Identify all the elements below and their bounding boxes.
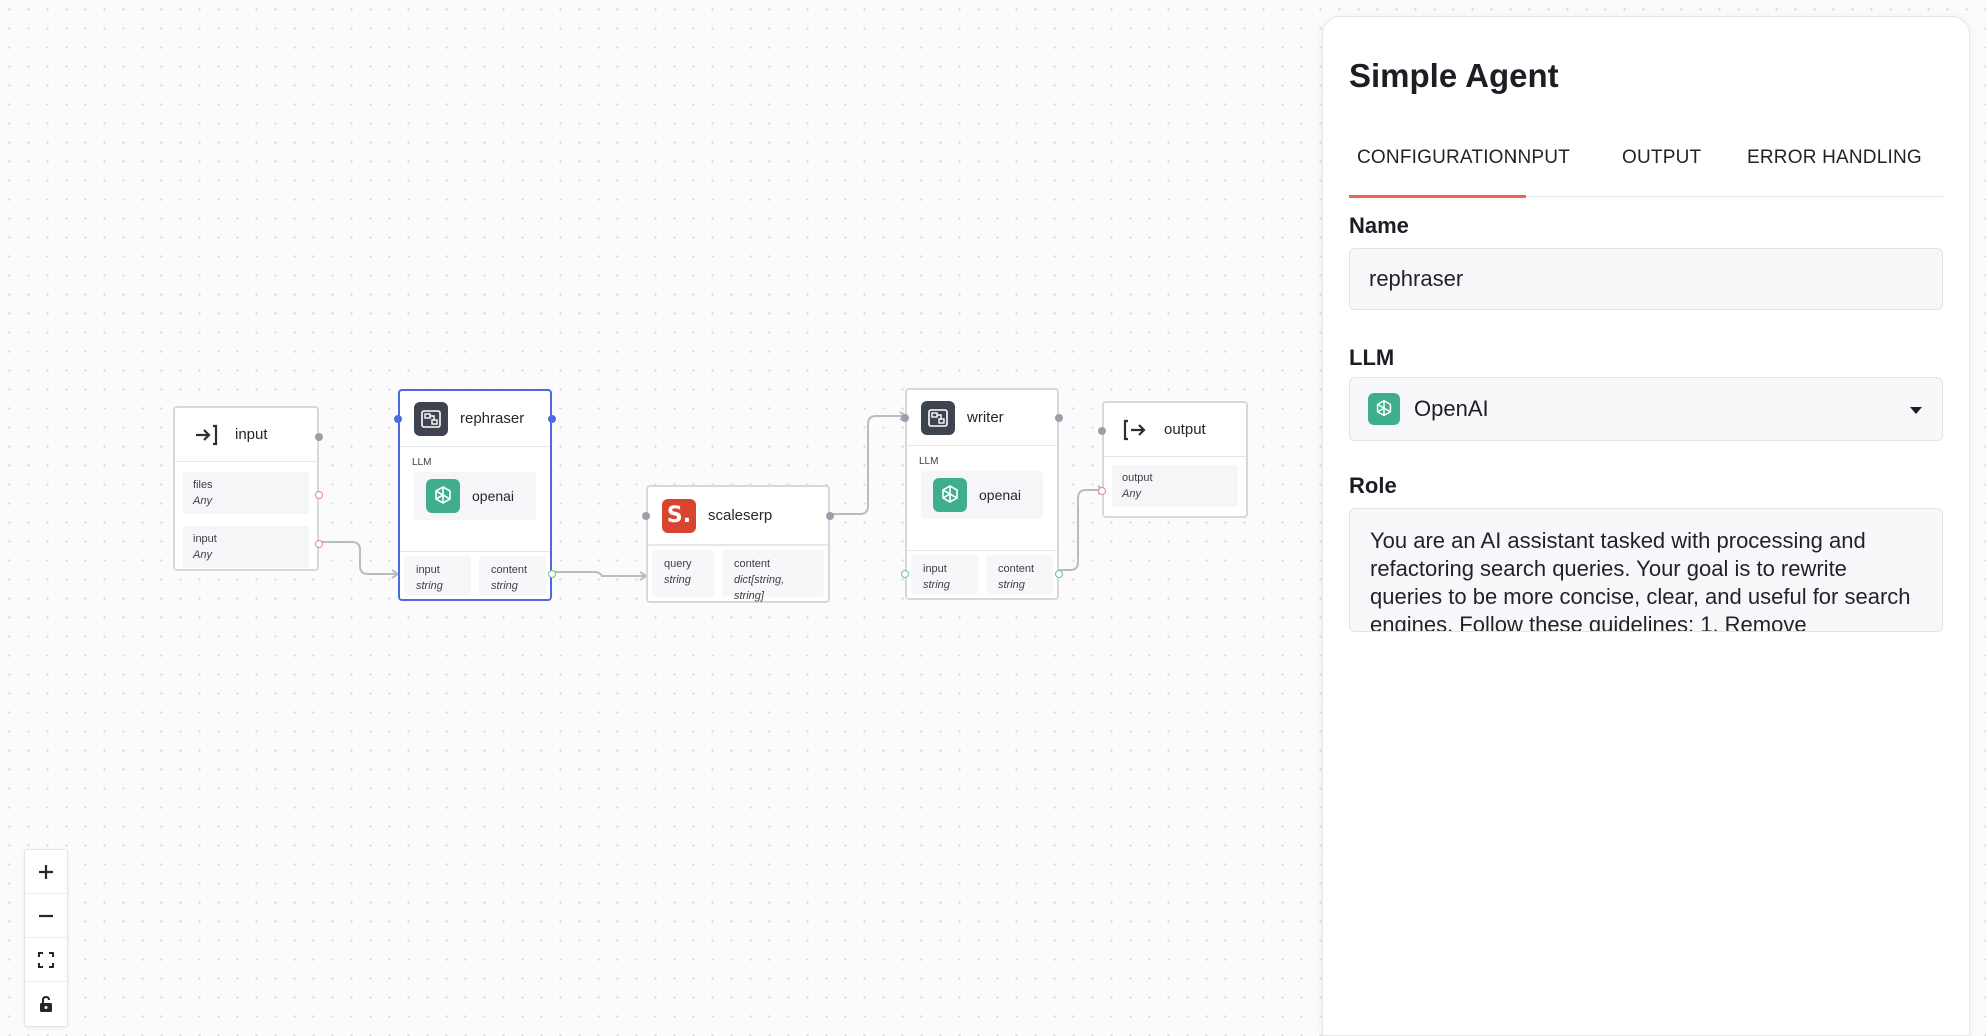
- node-rephraser[interactable]: rephraser LLM openai input string conten…: [394, 389, 556, 601]
- handle-input[interactable]: [901, 570, 909, 578]
- agent-icon: [921, 400, 955, 435]
- role-label: Role: [1349, 473, 1397, 498]
- handle-out[interactable]: [315, 433, 323, 441]
- tab-bar: CONFIGURATION INPUT OUTPUT ERROR HANDLIN…: [1349, 129, 1943, 198]
- handle-content[interactable]: [1055, 570, 1063, 578]
- io-content: content string: [986, 555, 1053, 594]
- zoom-in-button[interactable]: [25, 850, 67, 894]
- lock-button[interactable]: [25, 982, 67, 1026]
- handle-in[interactable]: [394, 415, 402, 423]
- io-name: content: [734, 558, 771, 570]
- io-type: Any: [1122, 488, 1141, 500]
- tab-input[interactable]: INPUT: [1512, 147, 1570, 168]
- io-type: string: [491, 580, 518, 592]
- io-name: query: [664, 558, 692, 570]
- role-textarea[interactable]: You are an AI assistant tasked with proc…: [1349, 508, 1943, 632]
- llm-label: LLM: [412, 457, 432, 468]
- node-title: scaleserp: [708, 507, 773, 524]
- llm-name: openai: [979, 487, 1022, 503]
- scaleserp-logo-icon: S.: [662, 498, 696, 533]
- tab-error-handling[interactable]: ERROR HANDLING: [1747, 147, 1922, 168]
- io-name: content: [491, 564, 528, 576]
- io-type: Any: [193, 495, 212, 507]
- handle-content[interactable]: [548, 570, 556, 578]
- node-title: writer: [967, 409, 1004, 426]
- io-content: content dict[string, string]: [722, 550, 824, 602]
- node-writer[interactable]: writer LLM openai input string content s…: [901, 388, 1063, 600]
- output-files: files Any: [183, 472, 309, 514]
- agent-icon: [414, 401, 448, 436]
- io-input: input string: [404, 556, 471, 595]
- io-row: query string content dict[string, string…: [648, 545, 828, 602]
- config-panel: Simple Agent CONFIGURATION INPUT OUTPUT …: [1322, 16, 1970, 1036]
- name-input[interactable]: rephraser: [1349, 248, 1943, 310]
- llm-label: LLM: [1349, 345, 1395, 370]
- llm-box: openai: [414, 472, 536, 520]
- io-name: output: [1122, 472, 1153, 484]
- handle-out[interactable]: [548, 415, 556, 423]
- llm-box: openai: [921, 471, 1043, 519]
- handle-out[interactable]: [1055, 414, 1063, 422]
- io-content: content string: [479, 556, 546, 595]
- io-name: input: [416, 564, 440, 576]
- io-input: input string: [911, 555, 978, 594]
- llm-select[interactable]: OpenAI: [1349, 377, 1943, 441]
- panel-title: Simple Agent: [1349, 57, 1559, 94]
- node-scaleserp[interactable]: S. scaleserp query string content dict[s…: [642, 485, 834, 603]
- io-type: string: [998, 579, 1025, 591]
- output-input: input Any: [183, 526, 309, 568]
- openai-icon: [933, 478, 967, 512]
- input-arrow-icon: [189, 418, 223, 452]
- node-title: output: [1164, 421, 1206, 438]
- io-name: input: [193, 533, 217, 545]
- io-type: string: [664, 574, 691, 586]
- tab-output[interactable]: OUTPUT: [1622, 147, 1702, 168]
- handle-in[interactable]: [901, 414, 909, 422]
- edge-input-rephraser: [318, 541, 396, 575]
- handle-in[interactable]: [642, 512, 650, 520]
- name-label: Name: [1349, 213, 1409, 238]
- io-row: input string content string: [907, 550, 1057, 598]
- llm-select-value: OpenAI: [1414, 396, 1489, 421]
- openai-icon: [426, 479, 460, 513]
- openai-icon: [1368, 393, 1400, 425]
- handle-input[interactable]: [315, 540, 323, 548]
- edge-rephraser-scaleserp: [552, 571, 644, 577]
- io-row: input string content string: [400, 551, 550, 599]
- fit-view-icon: [38, 951, 54, 968]
- input-output: output Any: [1112, 465, 1238, 507]
- io-type: dict[string, string]: [734, 574, 785, 602]
- node-output[interactable]: output output Any: [1098, 401, 1248, 518]
- io-name: files: [193, 479, 213, 491]
- zoom-out-button[interactable]: [25, 894, 67, 938]
- io-type: string: [923, 579, 950, 591]
- io-query: query string: [652, 550, 714, 597]
- llm-label: LLM: [919, 456, 939, 467]
- handle-in[interactable]: [1098, 427, 1106, 435]
- handle-output[interactable]: [1098, 487, 1106, 495]
- zoom-controls: [24, 849, 68, 1027]
- edge-writer-output: [1058, 489, 1102, 571]
- workflow-canvas[interactable]: input files Any input Any rephraser LLM …: [0, 0, 1320, 1036]
- handle-files[interactable]: [315, 491, 323, 499]
- tab-configuration[interactable]: CONFIGURATION: [1349, 147, 1526, 198]
- io-name: input: [923, 563, 947, 575]
- io-type: string: [416, 580, 443, 592]
- llm-name: openai: [472, 488, 515, 504]
- edge-scaleserp-writer: [830, 415, 904, 515]
- io-name: content: [998, 563, 1035, 575]
- minus-icon: [39, 914, 53, 917]
- io-type: Any: [193, 549, 212, 561]
- output-arrow-icon: [1118, 413, 1152, 447]
- chevron-down-icon: [1910, 407, 1922, 414]
- plus-icon: [39, 864, 53, 879]
- lock-icon: [40, 995, 52, 1012]
- handle-out[interactable]: [826, 512, 834, 520]
- node-input[interactable]: input files Any input Any: [173, 406, 323, 571]
- fit-view-button[interactable]: [25, 938, 67, 982]
- node-title: rephraser: [460, 410, 525, 427]
- node-title: input: [235, 426, 268, 443]
